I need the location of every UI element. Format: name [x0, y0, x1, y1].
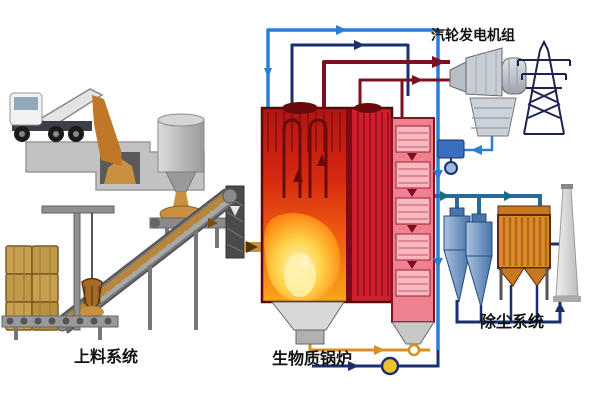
- chimney: [553, 184, 581, 302]
- label-turbine-generator: 汽轮发电机组: [431, 27, 515, 43]
- pump-impeller: [444, 161, 458, 175]
- cyclone-b-body: [465, 221, 493, 257]
- cyclone-separators: [443, 207, 493, 308]
- grabber-arm: [41, 205, 115, 214]
- steam-drum: [282, 102, 318, 114]
- superheater-loop: [282, 118, 302, 198]
- furnace-divider: [346, 108, 354, 302]
- ash-box: [295, 329, 325, 345]
- bale-conveyor: [1, 315, 119, 340]
- receiving-silo: [157, 113, 205, 223]
- cyclone-a-inlet: [449, 207, 465, 217]
- baghouse-hopper: [496, 267, 525, 287]
- transmission-tower: [517, 39, 571, 135]
- grabbed-biomass: [80, 306, 104, 318]
- heat-exchanger-module: [395, 125, 431, 153]
- grabber-mast: [73, 211, 81, 331]
- cyclone-b-cone: [465, 255, 493, 308]
- truck-chassis: [12, 121, 92, 131]
- silo-top: [157, 113, 205, 127]
- feed-pump-unit: [437, 139, 465, 175]
- condenser: [469, 97, 517, 137]
- auxiliary-pipe: [290, 43, 410, 108]
- generator: [501, 57, 527, 95]
- transfer-roller-left: [150, 218, 160, 228]
- biomass-pile-pit: [104, 158, 136, 184]
- chimney-stack: [555, 187, 579, 297]
- head-pulley: [222, 188, 238, 204]
- label-biomass-boiler: 生物质锅炉: [272, 349, 352, 368]
- main-steam-pipe: [322, 60, 450, 108]
- chimney-base: [553, 296, 581, 302]
- bale: [5, 273, 33, 303]
- bottom-pumps: [380, 343, 421, 376]
- truck-window: [14, 97, 38, 110]
- biomass-dump-stream: [92, 95, 122, 166]
- backpass-hopper: [391, 321, 435, 345]
- circulation-pump: [380, 356, 400, 376]
- flow-arrows: [208, 25, 565, 371]
- label-feeding-system: 上料系统: [74, 347, 138, 366]
- ash-discharge-pipe: [308, 344, 430, 352]
- heat-exchanger-module: [395, 161, 431, 189]
- baghouse-hopper: [523, 267, 551, 287]
- lp-turbine: [465, 47, 503, 97]
- heat-exchanger-module: [395, 197, 431, 225]
- pump-box: [437, 139, 465, 159]
- boiler-backpass: [391, 117, 435, 345]
- heat-exchanger-module: [395, 269, 431, 297]
- bale-grabber: [41, 205, 115, 331]
- transfer-leg-2: [215, 228, 219, 248]
- bale: [31, 273, 59, 303]
- ash-valve: [407, 343, 421, 357]
- bale: [31, 245, 59, 275]
- hp-turbine: [449, 61, 467, 93]
- baghouse-filter: [496, 205, 551, 300]
- turbine-generator-set: [449, 47, 527, 137]
- diagram-labels: 汽轮发电机组 上料系统 生物质锅炉 除尘系统: [74, 27, 544, 368]
- steam-drum-2: [354, 103, 382, 113]
- biomass-boiler-unit: [260, 102, 394, 345]
- label-dust-removal: 除尘系统: [480, 312, 544, 331]
- bale-belt: [1, 315, 119, 328]
- bale: [5, 245, 33, 275]
- chimney-cap: [561, 184, 573, 189]
- silo-body: [157, 119, 205, 173]
- heat-exchanger-module: [395, 233, 431, 261]
- baghouse-body: [497, 214, 551, 269]
- furnace-hopper: [270, 301, 345, 331]
- cyclone-b-inlet: [471, 213, 487, 223]
- superheater-loop: [308, 118, 328, 198]
- dump-truck: [9, 88, 122, 166]
- cyclone-a-cone: [443, 249, 471, 303]
